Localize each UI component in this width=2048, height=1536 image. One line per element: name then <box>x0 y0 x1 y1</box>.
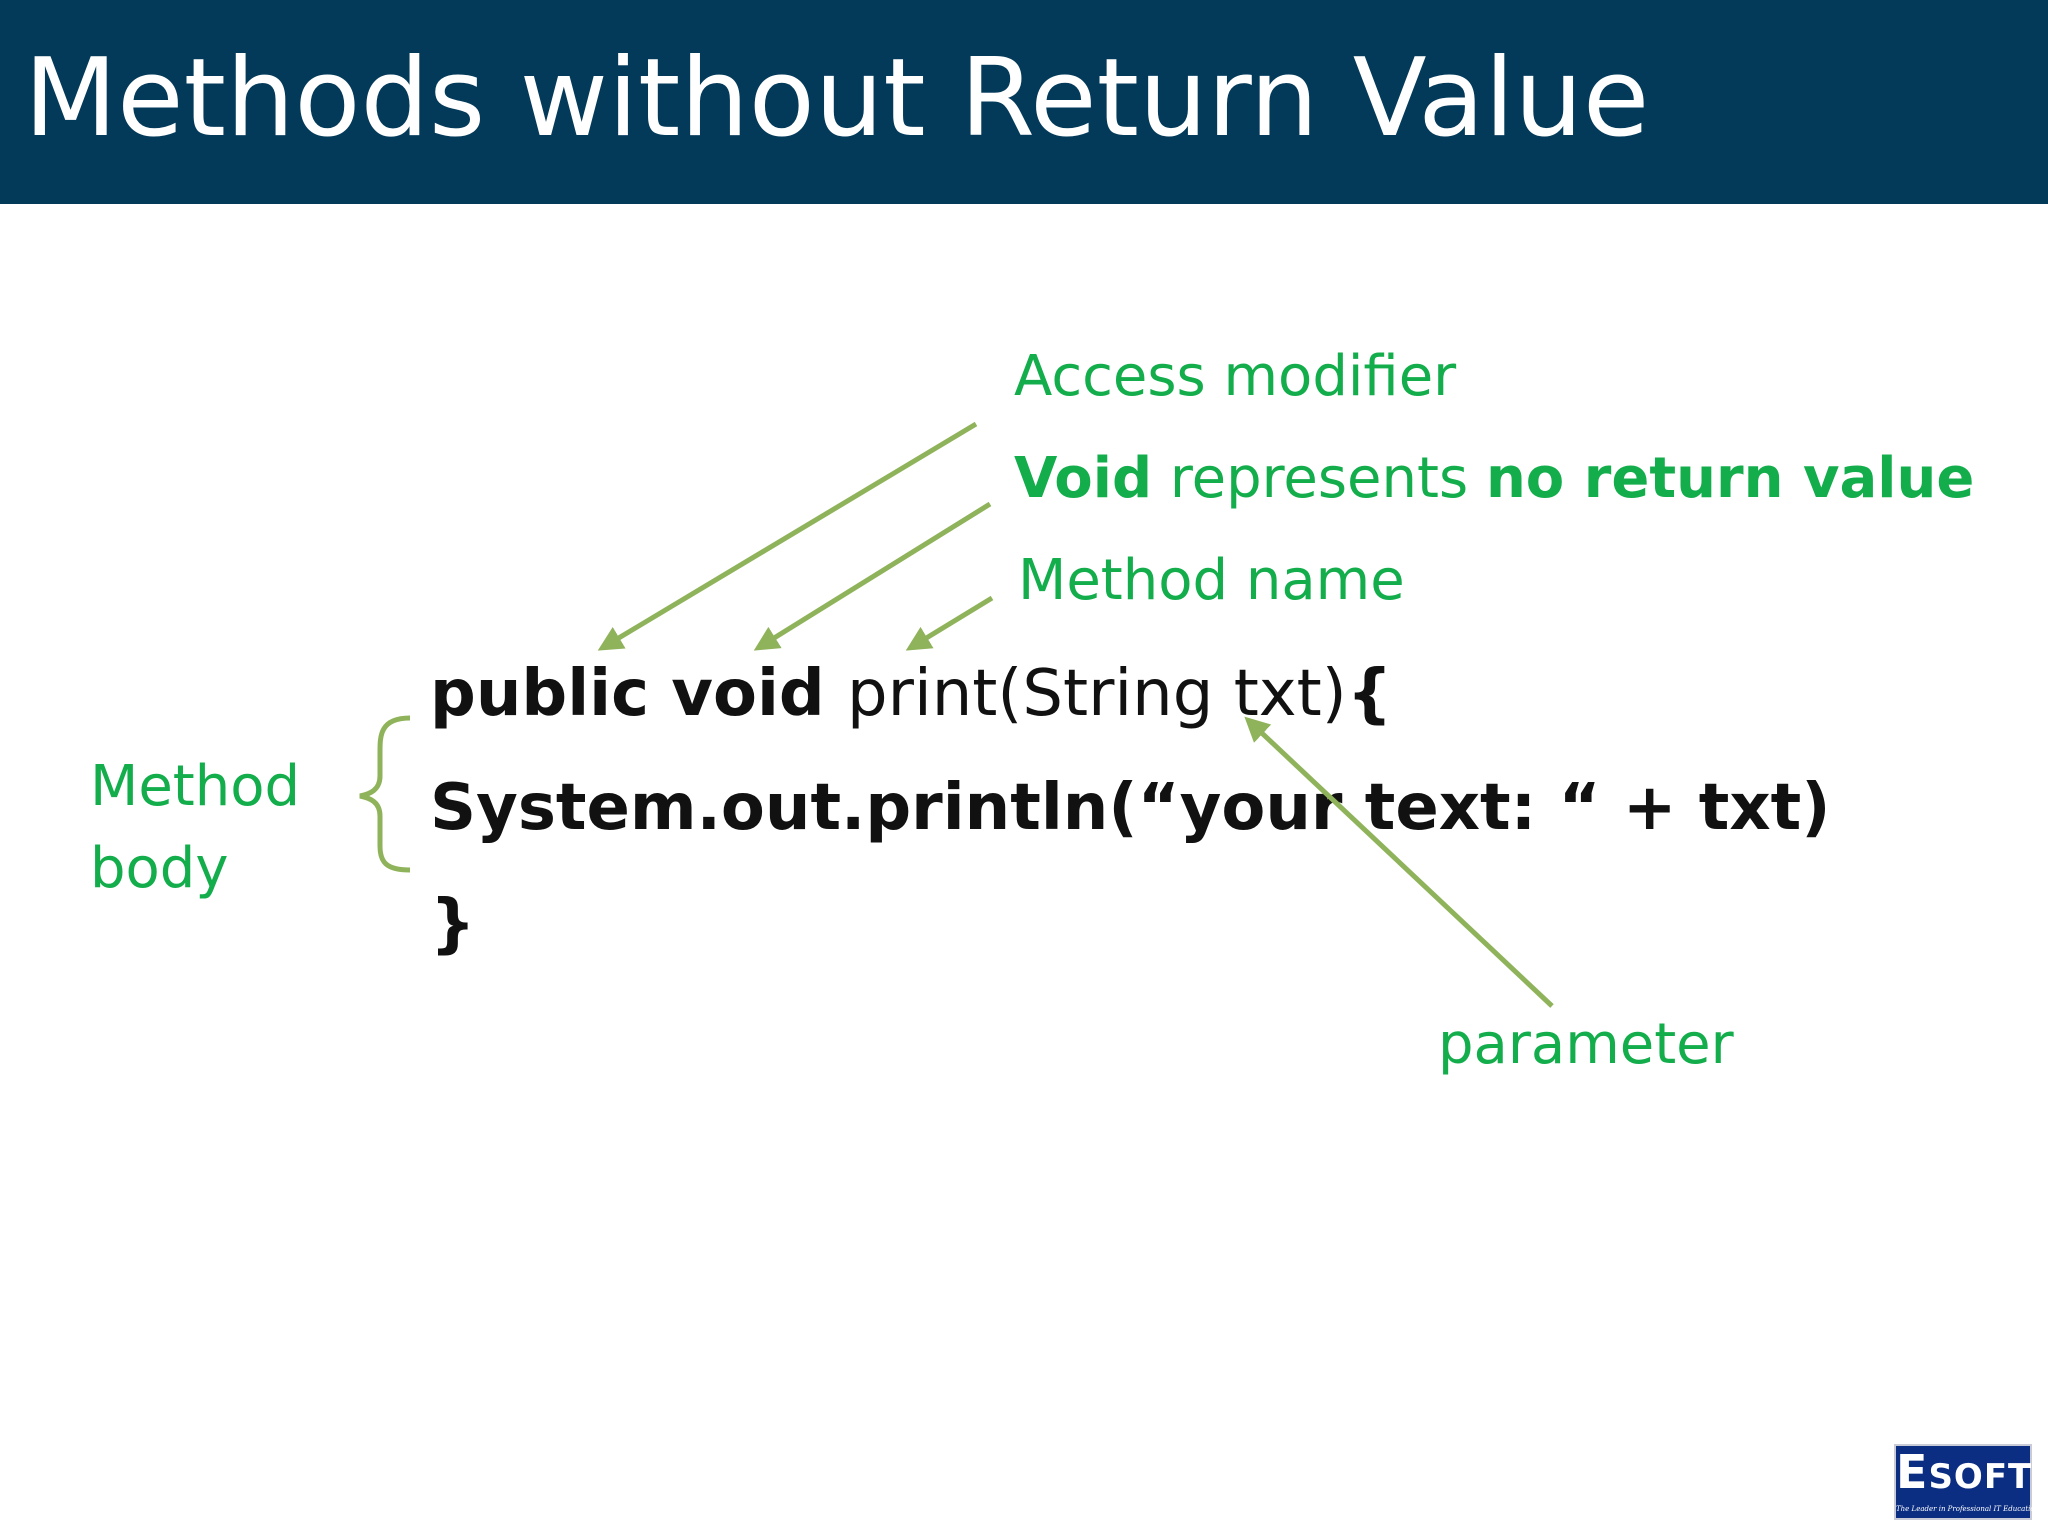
void-arrow <box>753 501 992 651</box>
code-line-body: System.out.println(“your text: “ + txt) <box>430 771 1831 845</box>
access-modifier-arrow <box>597 421 978 651</box>
logo-wordmark: ESOFT <box>1896 1449 2033 1497</box>
logo-initial: E <box>1896 1445 1929 1499</box>
access-modifier-label: Access modifier <box>1014 344 1457 409</box>
parameter-arrow <box>1244 716 1554 1008</box>
title-bar: Methods without Return Value <box>0 0 2048 204</box>
void-middle-text: represents <box>1152 446 1486 511</box>
code-line-close-brace: } <box>430 887 476 961</box>
method-name-label: Method name <box>1018 548 1405 613</box>
parameter-label: parameter <box>1438 1012 1734 1077</box>
logo-tagline: The Leader in Professional IT Education <box>1896 1505 2040 1513</box>
code-open-brace: { <box>1346 657 1393 731</box>
no-return-value-text: no return value <box>1485 446 1975 511</box>
esoft-logo: ESOFT The Leader in Professional IT Educ… <box>1894 1444 2040 1520</box>
method-name-arrow <box>905 595 994 651</box>
method-body-label-line1: Method <box>90 754 301 819</box>
slide-title: Methods without Return Value <box>24 36 1650 161</box>
void-keyword: Void <box>1014 446 1153 511</box>
void-label: Void represents no return value <box>1014 444 1974 514</box>
method-body-label-line2: body <box>90 836 229 901</box>
logo-rest: SOFT <box>1928 1457 2033 1497</box>
code-line-signature: public void print(String txt){ <box>430 654 1392 734</box>
method-body-brace <box>359 715 411 873</box>
code-keywords: public void <box>430 657 847 731</box>
